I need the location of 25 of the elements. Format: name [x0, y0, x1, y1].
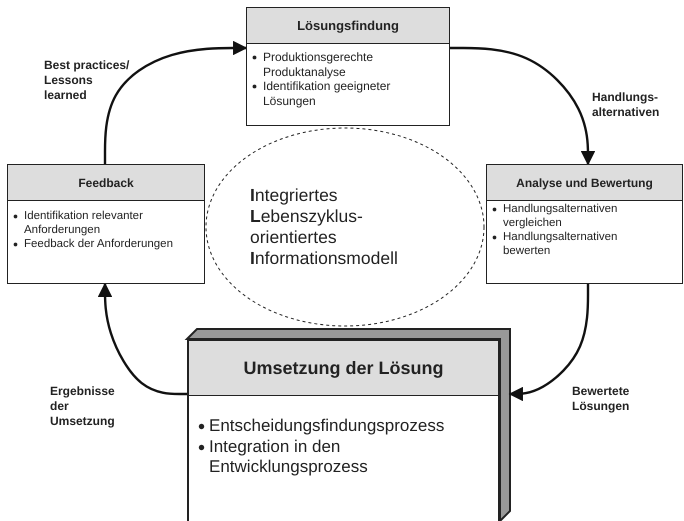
edge-label: Ergebnisse der Umsetzung [50, 384, 116, 429]
arrow [98, 282, 187, 396]
arrow [450, 46, 596, 166]
edge-label: Handlungs- alternativen [592, 90, 660, 120]
bullet-item: Handlungsalternativen bewerten [503, 230, 618, 258]
bullet-item: Integration in den Entwicklungsprozess [209, 436, 369, 478]
bullet-item: Handlungsalternativen vergleichen [503, 202, 618, 230]
process-box [486, 164, 683, 284]
process-box [7, 164, 205, 284]
bullet-item: Feedback der Anforderungen [24, 237, 174, 252]
model-title: Integriertes Lebenszyklus- orientiertes Informationsmodell [250, 185, 399, 269]
edge-label: Best practices/ Lessons learned [44, 58, 130, 103]
process-box [246, 7, 450, 126]
bullet-item: Entscheidungsfindungsprozess [209, 416, 446, 437]
bullet-item: Produktionsgerechte Produktanalyse [263, 50, 374, 80]
dashed-ellipse [205, 127, 485, 327]
box-heading: Analyse und Bewertung [487, 165, 682, 201]
bullet-item: Identifikation relevanter Anforderungen [24, 209, 144, 238]
arrow [508, 284, 590, 402]
arrow [104, 40, 248, 164]
box-heading: Feedback [8, 165, 204, 201]
bullet-item: Identifikation geeigneter Lösungen [263, 79, 392, 109]
box-heading: Umsetzung der Lösung [189, 341, 498, 396]
box-heading: Lösungsfindung [247, 8, 449, 44]
edge-label: Bewertete Lösungen [572, 384, 630, 414]
